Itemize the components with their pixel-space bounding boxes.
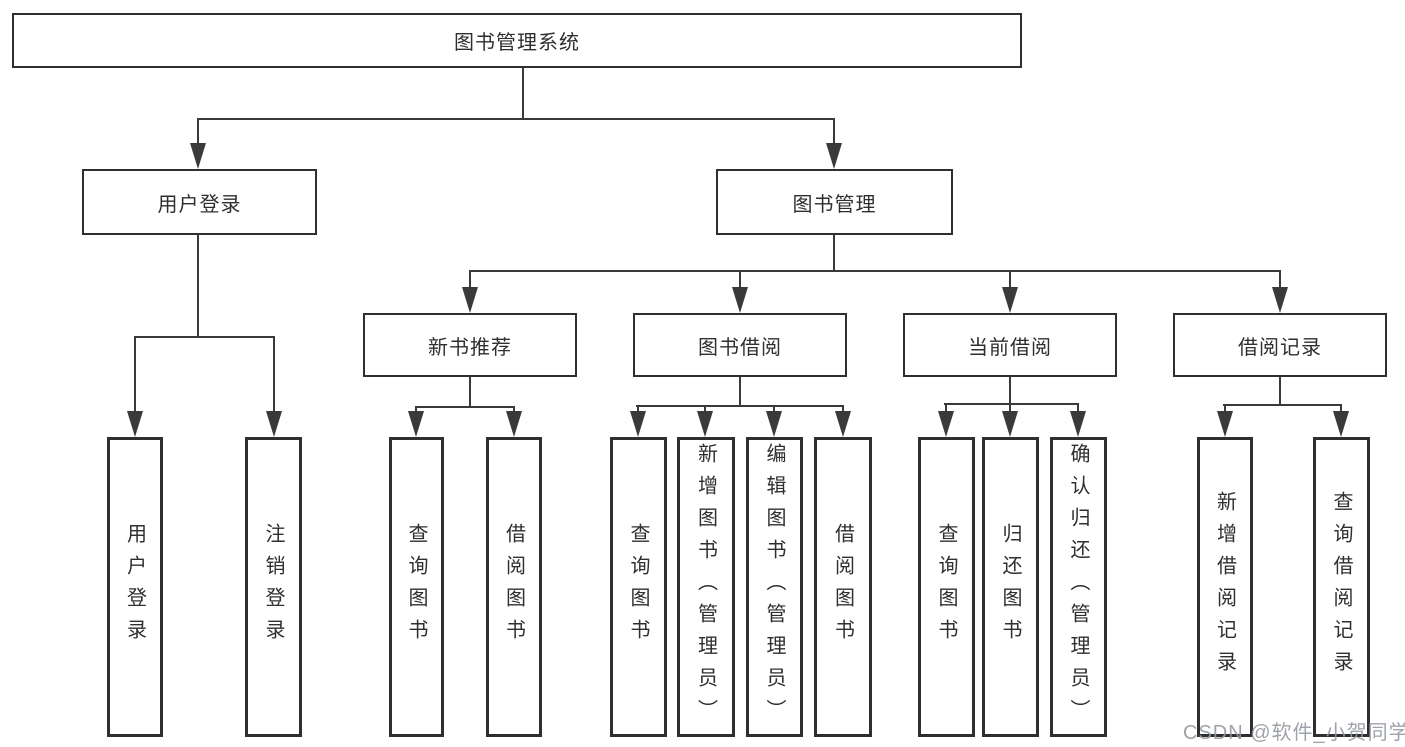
leaf-bb-query-books-label: 查询图书 <box>627 523 649 651</box>
connector-to-user-login <box>197 118 199 148</box>
leaf-cb-return-books-label: 归还图书 <box>999 523 1021 651</box>
arrowhead-cb-query <box>938 411 954 437</box>
connector-borrow-stem <box>739 377 741 407</box>
arrowhead-bb-query <box>630 411 646 437</box>
connector-records-stem <box>1279 377 1281 406</box>
leaf-cb-return-books: 归还图书 <box>982 437 1039 737</box>
arrowhead-bb-edit <box>766 411 782 437</box>
arrowhead-br-add <box>1217 411 1233 437</box>
connector-user-login-stem <box>197 235 199 336</box>
leaf-cb-query-books: 查询图书 <box>918 437 975 737</box>
arrowhead-leaf-logout <box>266 411 282 437</box>
leaf-rec-query-books-label: 查询图书 <box>405 523 427 651</box>
connector-to-bb-edit <box>773 405 775 416</box>
leaf-user-login: 用户登录 <box>107 437 163 737</box>
connector-to-bb-query <box>637 405 639 416</box>
node-user-login: 用户登录 <box>82 169 317 235</box>
connector-new-rec-branch <box>415 406 515 408</box>
leaf-cb-confirm-return: 确认归还（管理员） <box>1050 437 1107 737</box>
leaf-bb-edit-books: 编辑图书（管理员） <box>746 437 803 737</box>
leaf-bb-add-books-label: 新增图书（管理员） <box>694 443 717 731</box>
connector-to-book-management <box>833 118 835 148</box>
connector-root-stem <box>522 68 524 119</box>
connector-to-bb-borrow <box>842 405 844 416</box>
leaf-cb-confirm-return-label: 确认归还（管理员） <box>1067 443 1089 731</box>
leaf-user-login-label: 用户登录 <box>123 523 146 651</box>
watermark: CSDN @软件_小贺同学 <box>1183 722 1405 744</box>
leaf-bb-query-books: 查询图书 <box>610 437 667 737</box>
arrowhead-borrow <box>732 287 748 313</box>
connector-borrow-branch <box>636 405 844 407</box>
leaf-rec-query-books: 查询图书 <box>389 437 444 737</box>
node-root: 图书管理系统 <box>12 13 1022 68</box>
arrowhead-bb-borrow <box>835 411 851 437</box>
connector-book-mgmt-stem <box>833 235 835 272</box>
connector-to-bb-add <box>704 405 706 416</box>
connector-current-stem <box>1009 377 1011 405</box>
connector-to-cb-confirm <box>1077 403 1079 416</box>
connector-new-rec-stem <box>469 377 471 408</box>
arrowhead-rec-query <box>408 411 424 437</box>
connector-to-new-rec <box>469 270 471 291</box>
connector-book-mgmt-branch <box>469 270 1281 272</box>
connector-to-records <box>1279 270 1281 291</box>
arrowhead-bb-add <box>697 411 713 437</box>
node-new-book-recommend: 新书推荐 <box>363 313 577 377</box>
leaf-br-add-record: 新增借阅记录 <box>1197 437 1253 737</box>
arrowhead-br-query <box>1333 411 1349 437</box>
arrowhead-cb-return <box>1002 411 1018 437</box>
connector-records-branch <box>1223 404 1342 406</box>
connector-to-current <box>1009 270 1011 291</box>
connector-to-br-add <box>1224 404 1226 416</box>
leaf-logout-label: 注销登录 <box>262 523 284 651</box>
connector-to-leaf-logout <box>273 336 275 416</box>
leaf-bb-add-books: 新增图书（管理员） <box>677 437 735 737</box>
leaf-br-query-record-label: 查询借阅记录 <box>1330 491 1352 683</box>
leaf-logout: 注销登录 <box>245 437 302 737</box>
leaf-bb-edit-books-label: 编辑图书（管理员） <box>763 443 785 731</box>
connector-to-br-query <box>1340 404 1342 416</box>
connector-root-branch <box>197 118 835 120</box>
connector-to-leaf-user-login <box>134 336 136 416</box>
connector-current-branch <box>944 403 1079 405</box>
leaf-rec-borrow-books-label: 借阅图书 <box>502 523 525 651</box>
arrowhead-records <box>1272 287 1288 313</box>
leaf-bb-borrow-books: 借阅图书 <box>814 437 872 737</box>
leaf-bb-borrow-books-label: 借阅图书 <box>831 523 854 651</box>
leaf-rec-borrow-books: 借阅图书 <box>486 437 542 737</box>
connector-to-borrow <box>739 270 741 291</box>
node-current-borrow: 当前借阅 <box>903 313 1117 377</box>
arrowhead-current <box>1002 287 1018 313</box>
arrowhead-book-management <box>826 143 842 169</box>
arrowhead-cb-confirm <box>1070 411 1086 437</box>
node-book-management: 图书管理 <box>716 169 953 235</box>
arrowhead-new-rec <box>462 287 478 313</box>
connector-to-cb-return <box>1009 403 1011 416</box>
node-book-borrow: 图书借阅 <box>633 313 847 377</box>
leaf-cb-query-books-label: 查询图书 <box>935 523 957 651</box>
arrowhead-leaf-user-login <box>127 411 143 437</box>
arrowhead-user-login <box>190 143 206 169</box>
connector-user-login-branch <box>134 336 275 338</box>
connector-to-cb-query <box>945 403 947 416</box>
node-borrow-records: 借阅记录 <box>1173 313 1387 377</box>
arrowhead-rec-borrow <box>506 411 522 437</box>
leaf-br-query-record: 查询借阅记录 <box>1313 437 1370 737</box>
leaf-br-add-record-label: 新增借阅记录 <box>1213 491 1236 683</box>
